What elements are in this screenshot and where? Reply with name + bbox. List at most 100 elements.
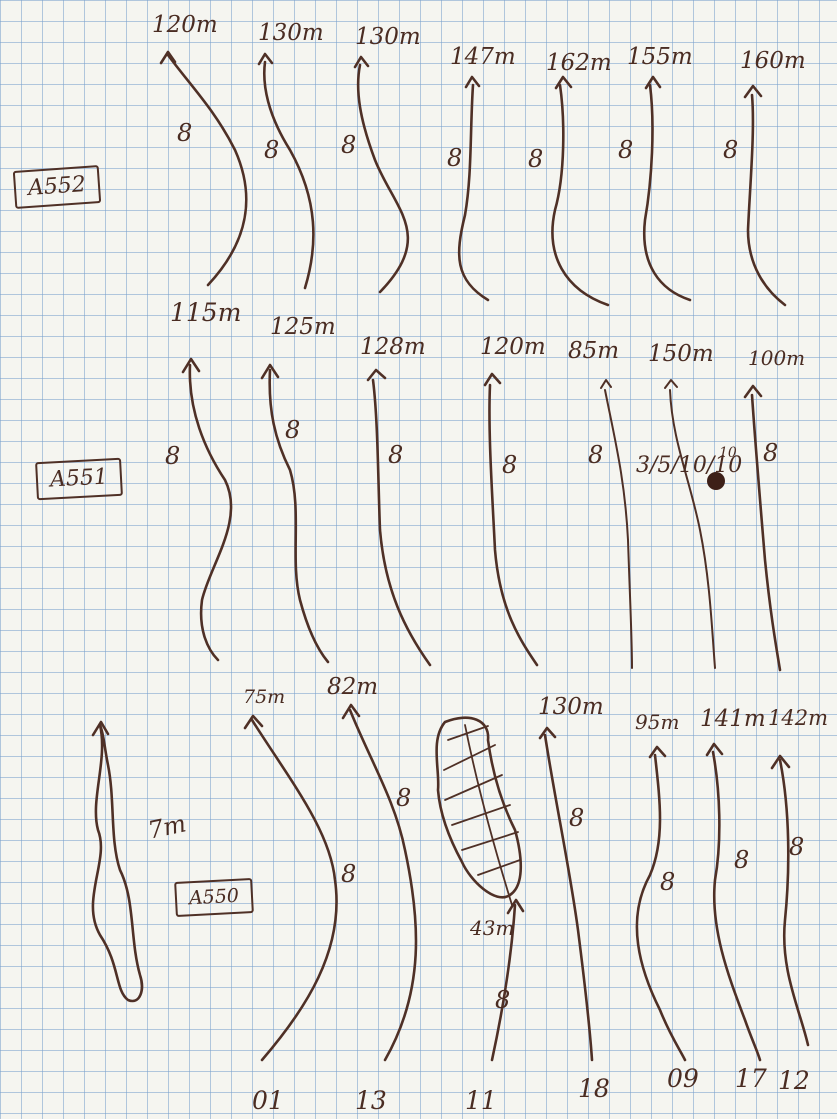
arrowhead: [257, 52, 274, 66]
curve: [490, 903, 517, 1062]
x-marker: 8: [495, 986, 511, 1014]
length-label: 82m: [327, 674, 379, 700]
x-marker: 8: [789, 833, 805, 861]
length-label: 100m: [748, 346, 806, 370]
length-label: 130m: [355, 24, 421, 50]
arrowhead: [260, 363, 280, 380]
length-label: 95m: [635, 710, 680, 734]
curve: [669, 389, 716, 669]
x-marker: 8: [177, 119, 193, 147]
curve: [711, 750, 762, 1062]
arrowhead: [648, 745, 667, 759]
measurement-note: 3/5/10/10: [636, 453, 743, 478]
curve: [268, 368, 330, 664]
x-marker: 8: [569, 804, 585, 832]
length-label: 155m: [627, 44, 693, 70]
arrowhead: [366, 368, 387, 382]
x-marker: 8: [528, 145, 544, 173]
length-label: 120m: [480, 334, 546, 360]
arrowhead: [644, 75, 662, 90]
arrowhead: [353, 55, 370, 69]
arrowhead: [705, 742, 724, 757]
length-label: 75m: [243, 686, 286, 708]
arrowhead: [181, 357, 201, 374]
length-label: 147m: [450, 44, 516, 70]
curve: [263, 60, 315, 290]
bottom-label: 17: [735, 1064, 767, 1093]
hatch-line: [444, 774, 503, 801]
hatch-line: [464, 724, 513, 906]
arrowhead: [506, 898, 525, 915]
row-a550-curves: [91, 703, 810, 1062]
curve: [356, 63, 410, 294]
curve: [457, 83, 490, 302]
curve: [604, 389, 633, 669]
curve: [488, 383, 539, 667]
x-marker: 8: [341, 131, 357, 159]
x-marker: 8: [502, 451, 518, 479]
arrowhead: [600, 379, 612, 389]
bottom-label: 13: [355, 1086, 387, 1115]
length-label: 141m: [700, 706, 766, 732]
row-a551-curves: [181, 357, 782, 672]
length-label: 115m: [170, 298, 242, 327]
section-label-a550: A550: [174, 877, 254, 918]
hatch-line: [461, 831, 519, 851]
curve: [635, 753, 687, 1062]
x-marker: 8: [388, 441, 404, 469]
length-label: 162m: [546, 50, 612, 76]
hatch-line: [443, 744, 496, 771]
bottom-label: 11: [465, 1086, 497, 1115]
x-marker: 8: [285, 416, 301, 444]
side-scribble: [91, 723, 144, 1003]
arrowhead: [664, 379, 678, 389]
side-note: 7m: [145, 809, 189, 845]
length-label: 128m: [360, 334, 426, 360]
section-label-a552: A552: [12, 165, 102, 209]
x-marker: 8: [396, 784, 412, 812]
length-label: 130m: [538, 694, 604, 720]
row-a552-curves: [159, 50, 787, 307]
cross-section-outline: [435, 716, 523, 899]
arrowhead: [91, 720, 110, 737]
arrowhead: [538, 726, 557, 740]
hatch-line: [447, 725, 489, 741]
length-label: 142m: [768, 706, 828, 730]
arrowhead: [554, 75, 573, 90]
hatch-line: [451, 804, 511, 826]
arrowhead: [159, 50, 177, 65]
curve: [746, 93, 787, 307]
bottom-label: 09: [667, 1064, 699, 1093]
x-marker: 8: [660, 868, 676, 896]
x-marker: 8: [588, 441, 604, 469]
curve: [750, 393, 782, 672]
bottom-label: 01: [252, 1086, 284, 1115]
length-label: 150m: [648, 341, 714, 367]
length-label: 43m: [470, 916, 515, 940]
hatch-line: [477, 859, 521, 876]
curve: [371, 378, 432, 667]
x-marker: 8: [341, 860, 357, 888]
curve: [778, 758, 810, 1047]
length-label: 160m: [740, 48, 806, 74]
section-label-a551: A551: [35, 457, 123, 501]
curve: [348, 708, 418, 1062]
arrowhead: [464, 75, 481, 89]
x-marker: 8: [763, 439, 779, 467]
x-marker: 8: [165, 442, 181, 470]
arrowhead: [770, 754, 791, 770]
length-label: 85m: [568, 338, 620, 364]
curve: [166, 53, 248, 287]
bottom-label: 18: [578, 1074, 610, 1103]
arrowhead: [743, 384, 763, 399]
bottom-label: 12: [778, 1066, 810, 1095]
x-marker: 8: [734, 846, 750, 874]
x-marker: 8: [723, 136, 739, 164]
measurement-note-small: 10: [719, 445, 737, 461]
x-marker: 8: [264, 136, 280, 164]
curve: [188, 363, 233, 662]
arrowhead: [243, 714, 264, 730]
